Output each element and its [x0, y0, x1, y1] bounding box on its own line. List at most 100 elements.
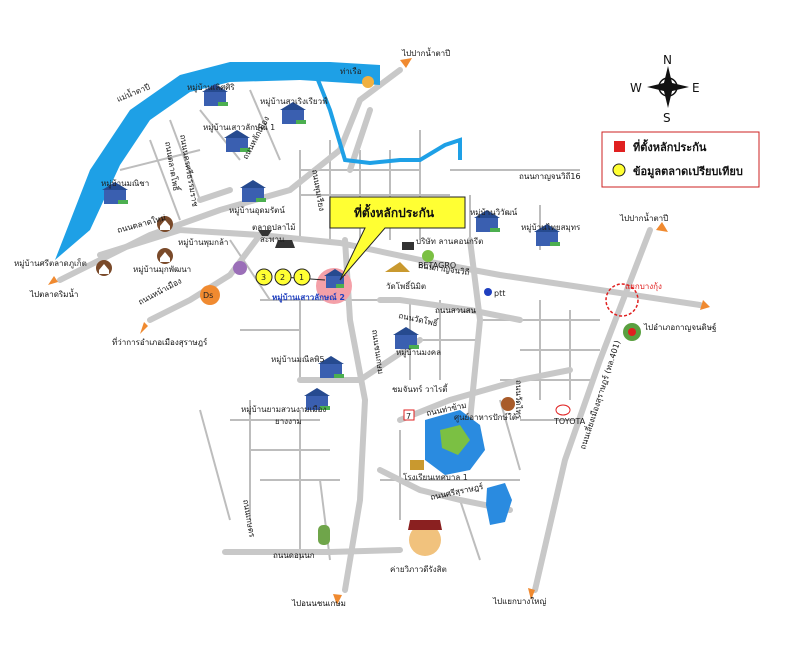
label-road-kanchanavithi-16: ถนนกาญจนวิถี16: [519, 172, 581, 181]
comparable-markers: 3 2 1: [255, 268, 326, 286]
legend-square-icon: [614, 141, 625, 152]
label-road-na-meuang: ถนนหน้าเมือง: [137, 276, 183, 306]
label-ban-wiwat: หมู่บ้านวิวัฒน์: [470, 207, 518, 218]
stadium-icon: [318, 525, 330, 545]
market-icon: [233, 261, 247, 275]
label-jim-jan: ชมจันทร์ วาไรตี้: [392, 383, 449, 394]
label-road-don-nok: ถนนดอนนก: [273, 551, 315, 560]
compass-south: S: [663, 111, 671, 125]
comparable-label-3: 3: [261, 273, 266, 282]
local-roads: [119, 89, 600, 561]
boat-icon: [258, 230, 272, 236]
house-icon: [534, 224, 560, 246]
legend-circle-icon: [612, 163, 626, 177]
label-bristol: บริษัท ลานคอนกรีต: [416, 237, 483, 246]
arrow-icon: [48, 276, 58, 285]
betagro-icon: [422, 250, 434, 262]
label-wat: วัดโพธิ์นิมิต: [386, 280, 426, 291]
label-school: โรงเรียนเทศบาล 1: [403, 472, 468, 482]
house-icon: [393, 327, 419, 349]
compass-north: N: [663, 53, 672, 67]
label-ban-charoen-2: ยางงาม: [275, 417, 302, 426]
label-ban-thaisamut: หมู่บ้านไทยสมุทร: [521, 223, 581, 233]
landmark-labels: หมู่บ้านเลิศศิริ หมู่บ้านสาเริงเรียวฟ์ ห…: [14, 67, 586, 574]
house-icon: [202, 84, 228, 106]
car-icon: [275, 240, 295, 248]
label-ban-pumkla: หมู่บ้านพุมกล้า: [178, 238, 228, 248]
compass: N S E W: [630, 53, 700, 125]
label-sang-ka: สะพาน: [260, 235, 285, 244]
house-icon: [474, 210, 500, 232]
school-icon: [410, 460, 424, 470]
comparable-label-2: 2: [280, 273, 285, 282]
arrow-icon: [333, 594, 342, 605]
label-ban-mongkol: หมู่บ้านมงคล: [396, 348, 441, 358]
house-icon: [224, 130, 250, 152]
legend: ที่ตั้งหลักประกัน ข้อมูลตลาดเปรียบเทียบ: [601, 131, 760, 188]
river-branch: [316, 79, 462, 166]
river-tapi: [55, 62, 380, 260]
label-toyota: TOYOTA: [553, 417, 586, 426]
label-to-kanchanadit: ไปอำเภอกาญจนดิษฐ์: [643, 322, 716, 332]
label-to-pak-nam-tapi-top: ไปปากน้ำตาปี: [401, 47, 450, 58]
main-roads: [57, 67, 703, 593]
label-ban-ubonrat: หมู่บ้านอุดมรัตน์: [229, 205, 285, 216]
label-ban-suwanna: หมู่บ้านมุกพัฒนา: [133, 265, 191, 275]
label-road-wattana: ถนนวัดโพธิ์: [398, 309, 441, 328]
label-road-nakhon: ถนนนครศรีธรรมราช: [178, 134, 200, 208]
comparable-marker-3: [255, 268, 273, 286]
factory-icon: [402, 242, 414, 250]
label-ban-sapphan: หมู่บ้านสาเริงเรียวฟ์: [260, 96, 328, 107]
compass-east: E: [692, 81, 700, 95]
label-ban-charoen: หมู่บ้านยามสวนงามเมือง: [241, 405, 326, 415]
arrow-icon: [700, 300, 710, 310]
label-ban-saowalak-1: หมู่บ้านเสาวลักษณ์ 1: [203, 122, 275, 133]
house-icon: [318, 356, 344, 378]
ds-label: Ds: [203, 291, 213, 300]
label-talat-pla-mai: ตลาดปลาไม้: [252, 223, 296, 232]
label-ban-lert-siri: หมู่บ้านเลิศศิริ: [187, 83, 235, 93]
subject-callout: ที่ตั้งหลักประกัน: [329, 196, 466, 281]
label-to-pak-nam-tapi-right: ไปปากน้ำตาปี: [619, 212, 668, 223]
legend-item-subject: ที่ตั้งหลักประกัน: [633, 139, 707, 154]
label-ban-sri-tai: หมู่บ้านศรีตลาดภูเก็ต: [14, 258, 87, 269]
label-den-raem: ท่าเรือ: [340, 67, 362, 76]
house-icon: [304, 388, 330, 410]
label-road-chon-kasem: ถนนชนเกษม: [370, 329, 385, 375]
comparable-marker-2: [274, 268, 292, 286]
soldier-icon: [409, 524, 441, 556]
label-seven: 7: [406, 412, 411, 421]
home-circle-icons: [96, 216, 173, 276]
direction-arrows: [48, 58, 710, 605]
house-icon: [280, 102, 306, 124]
label-hospital: ศูนย์อาหารปักษ์ใต้: [454, 412, 517, 423]
park: [440, 425, 470, 455]
comparable-marker-1: [293, 268, 311, 286]
house-icon: [324, 269, 346, 288]
seven-icon: [403, 409, 415, 421]
label-road-wat-thai: ถนนวัดไทร: [514, 380, 523, 420]
label-road-kaset: ถนนเกษตร: [241, 499, 257, 539]
label-betagro: BETAGRO: [418, 261, 456, 270]
direction-labels: ไปปากน้ำตาปี ไปปากน้ำตาปี ไปตลาดริมน้ำ ไ…: [29, 47, 716, 608]
label-ban-manitha: หมู่บ้านมณิชา: [101, 179, 149, 189]
label-road-phum-pueng: ถนนพุมเรียง: [310, 169, 326, 212]
arrow-icon: [528, 588, 535, 600]
house-icon: [102, 182, 128, 204]
arrow-icon: [400, 58, 412, 68]
arrow-icon: [140, 322, 148, 334]
label-to-yaek-bang-yai: ไปแยกบางใหญ่: [492, 597, 546, 606]
house-icons: [102, 84, 560, 410]
ds-marker-icon: [200, 285, 220, 305]
label-ptt: ptt: [494, 289, 505, 298]
legend-item-comparable: ข้อมูลตลาดเปรียบเทียบ: [633, 165, 743, 179]
restaurant-icon: [501, 397, 515, 411]
pond-small: [486, 483, 512, 525]
label-to-district-office: ที่ว่าการอำเภอเมืองสุราษฎร์: [112, 336, 208, 347]
callout-label: ที่ตั้งหลักประกัน: [354, 203, 435, 220]
label-ban-sinlapakorn: หมู่บ้านมณีลพิ5: [271, 355, 325, 365]
toyota-icon: [555, 404, 571, 416]
temple-icon: [385, 262, 410, 272]
bridge-icon: [362, 76, 374, 88]
